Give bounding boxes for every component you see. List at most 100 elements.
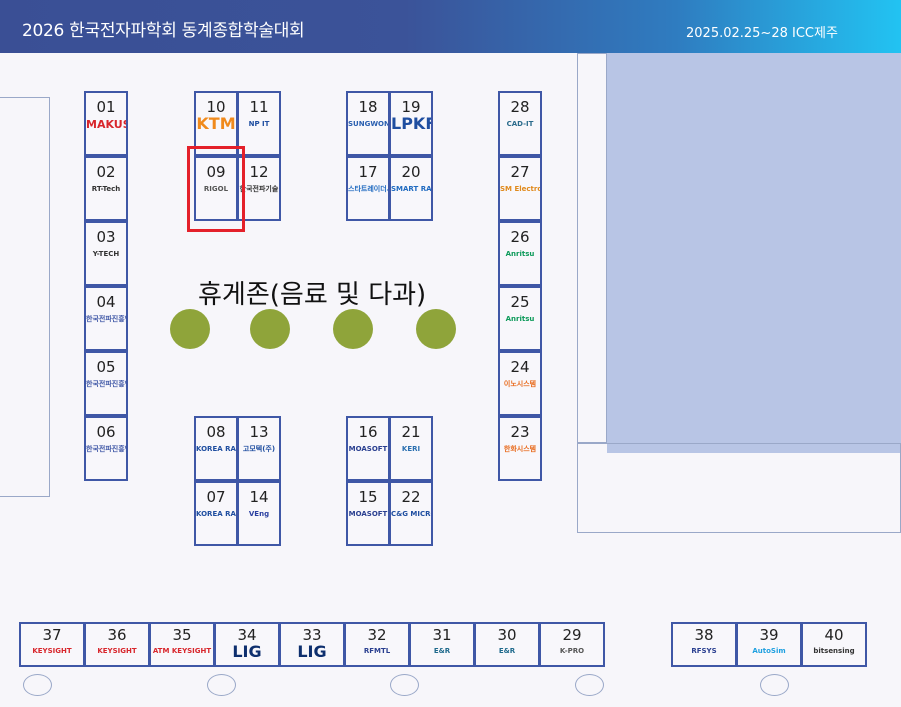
booth-number: 05 bbox=[96, 358, 116, 376]
rest-table bbox=[333, 309, 373, 349]
booth-number: 32 bbox=[367, 626, 387, 644]
booth-05[interactable]: 05 한국전파진흥협회 bbox=[84, 351, 128, 416]
right-wall bbox=[577, 53, 607, 443]
booth-number: 20 bbox=[401, 163, 421, 181]
booth-number: 40 bbox=[824, 626, 844, 644]
booth-22[interactable]: 22C&G MICROWAVE bbox=[389, 481, 433, 546]
booth-number: 08 bbox=[206, 423, 226, 441]
exhibitor-logo: 고모텍(주) bbox=[242, 445, 276, 453]
booth-number: 27 bbox=[510, 163, 530, 181]
booth-number: 23 bbox=[510, 423, 530, 441]
booth-number: 21 bbox=[401, 423, 421, 441]
exhibitor-logo: 이노시스템 bbox=[503, 380, 537, 388]
booth-number: 36 bbox=[107, 626, 127, 644]
exhibitor-logo: C&G MICROWAVE bbox=[391, 510, 431, 518]
booth-number: 28 bbox=[510, 98, 530, 116]
booth-number: 17 bbox=[358, 163, 378, 181]
booth-number: 19 bbox=[401, 98, 421, 116]
exhibitor-logo: bitsensing bbox=[813, 647, 855, 655]
booth-number: 29 bbox=[562, 626, 582, 644]
rest-table bbox=[170, 309, 210, 349]
exhibitor-logo: 한국전파기술 bbox=[239, 185, 279, 193]
booth-number: 38 bbox=[694, 626, 714, 644]
event-date-venue: 2025.02.25~28 ICC제주 bbox=[686, 26, 838, 41]
booth-number: 39 bbox=[759, 626, 779, 644]
booth-01[interactable]: 01MAKUS bbox=[84, 91, 128, 156]
booth-number: 01 bbox=[96, 98, 116, 116]
exhibitor-logo: MAKUS bbox=[86, 120, 126, 129]
booth-06[interactable]: 06한국전파진흥협회 bbox=[84, 416, 128, 481]
exhibitor-logo: SUNGWON bbox=[348, 120, 388, 128]
exhibitor-logo: 한국전파진흥협회 bbox=[86, 315, 126, 323]
booth-number: 03 bbox=[96, 228, 116, 246]
exhibitor-logo: MOASOFT bbox=[348, 510, 388, 518]
booth-number: 09 bbox=[206, 163, 226, 181]
exhibitor-logo: 한국전파진흥협회 bbox=[86, 380, 126, 388]
exhibitor-logo: Anritsu bbox=[505, 250, 535, 258]
header: 2026 한국전자파학회 동계종합학술대회 2025.02.25~28 ICC제… bbox=[0, 0, 901, 53]
booth-number: 06 bbox=[96, 423, 116, 441]
booth-number: 04 bbox=[96, 293, 116, 311]
exhibitor-logo: KOREA RADIO bbox=[196, 445, 236, 453]
booth-number: 12 bbox=[249, 163, 269, 181]
booth-04[interactable]: 04 한국전파진흥협회 bbox=[84, 286, 128, 351]
booth-40[interactable]: 40 bitsensing bbox=[801, 622, 867, 667]
exhibitor-logo: LIG bbox=[232, 644, 262, 660]
exhibitor-logo: K-PRO bbox=[559, 647, 585, 655]
exhibitor-logo: KEYSIGHT bbox=[97, 647, 137, 655]
exhibitor-logo: RFMTL bbox=[363, 647, 391, 655]
exhibitor-logo: VEng bbox=[248, 510, 270, 518]
pillar-icon bbox=[23, 674, 52, 696]
booth-number: 07 bbox=[206, 488, 226, 506]
exhibitor-logo: E&R bbox=[498, 647, 516, 655]
booth-number: 35 bbox=[172, 626, 192, 644]
booth-number: 26 bbox=[510, 228, 530, 246]
exhibitor-logo: CAD-IT bbox=[506, 120, 534, 128]
exhibitor-logo: AutoSim bbox=[752, 647, 786, 655]
exhibitor-logo: 스타트레이더시스템 bbox=[348, 185, 388, 193]
exhibitor-logo: ATM KEYSIGHT bbox=[152, 647, 212, 655]
exhibitor-logo: KERI bbox=[401, 445, 421, 453]
exhibitor-logo: RIGOL bbox=[203, 185, 229, 193]
booth-17[interactable]: 17 스타트레이더시스템 bbox=[346, 156, 390, 221]
exhibitor-logo: SMART RADAR bbox=[391, 185, 431, 193]
rest-table bbox=[250, 309, 290, 349]
booth-number: 25 bbox=[510, 293, 530, 311]
exhibitor-logo: E&R bbox=[433, 647, 451, 655]
exhibitor-logo: Anritsu bbox=[505, 315, 535, 323]
stair-area bbox=[577, 443, 901, 533]
left-wall bbox=[0, 97, 50, 497]
exhibitor-logo: RFSYS bbox=[691, 647, 717, 655]
